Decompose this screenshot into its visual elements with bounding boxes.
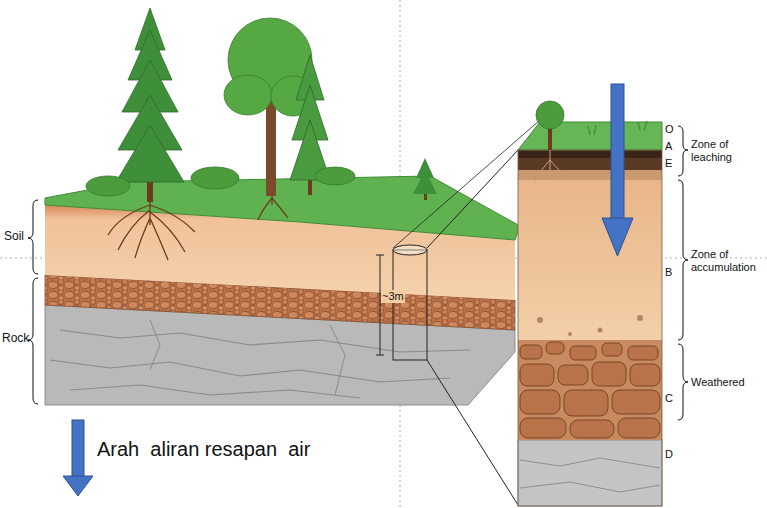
horizon-letter: B <box>665 266 672 279</box>
part-label: Rock <box>2 332 29 346</box>
legend-caption: Arah aliran resapan air <box>97 438 310 461</box>
zone-label: Zone of accumulation <box>691 248 763 273</box>
zone-label: Zone of leaching <box>691 138 761 163</box>
zone-label: Weathered <box>691 376 763 389</box>
dimension-label: ~3m <box>381 290 405 303</box>
horizon-letter: C <box>665 392 673 405</box>
horizon-letter: E <box>665 157 672 170</box>
horizon-letter: O <box>665 123 674 136</box>
horizon-letter: A <box>665 140 672 153</box>
horizon-letter: D <box>665 448 673 461</box>
part-label: Soil <box>4 230 24 244</box>
